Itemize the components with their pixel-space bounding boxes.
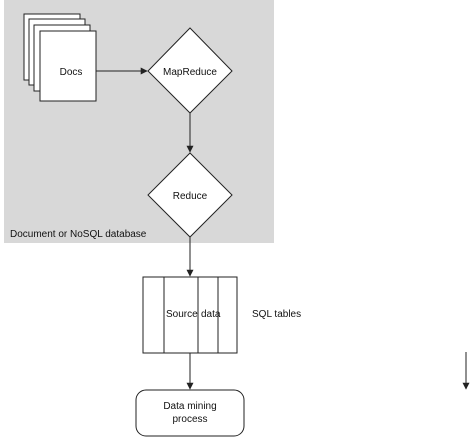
data-mining-label-line2: process — [172, 414, 207, 425]
source-data-label-left: Source — [166, 309, 198, 320]
data-mining-box — [135, 389, 245, 437]
source-data-outline — [142, 276, 238, 354]
data-mining-label-line1: Data mining — [163, 401, 216, 412]
docs-label: Docs — [60, 67, 83, 78]
source-data-label-right: data — [201, 309, 221, 320]
doc-page-front — [39, 30, 97, 102]
mapreduce-label: MapReduce — [163, 67, 217, 78]
docs-stack — [23, 13, 97, 102]
sql-tables-label: SQL tables — [252, 309, 301, 320]
reduce-label: Reduce — [173, 191, 208, 202]
source-data-box — [142, 276, 238, 354]
database-label: Document or NoSQL database — [10, 229, 147, 240]
